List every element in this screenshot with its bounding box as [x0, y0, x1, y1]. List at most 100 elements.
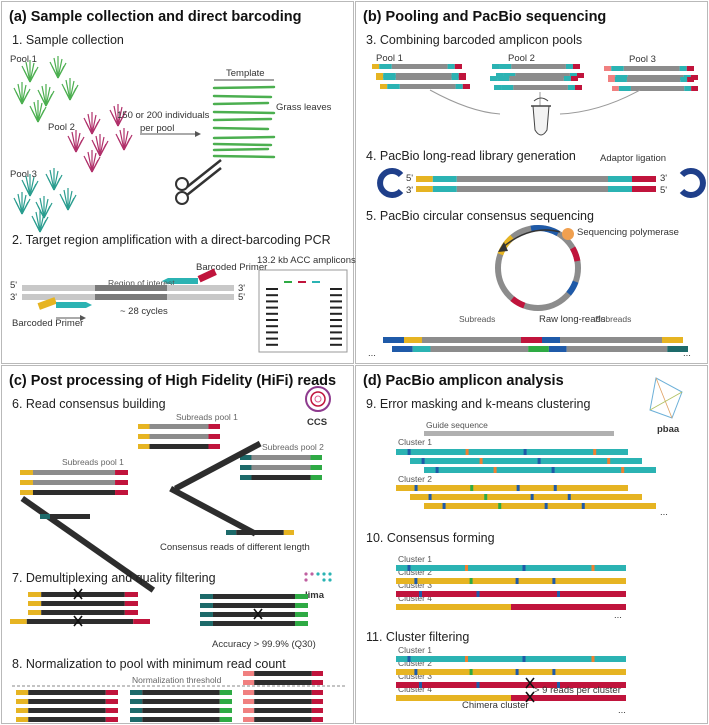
ladder-band-left: [266, 343, 278, 346]
ccs-label: CCS: [307, 417, 327, 428]
grass-blade: [51, 65, 59, 79]
lima-logo-icon: [304, 572, 332, 582]
pool-read-seg: [574, 85, 582, 90]
cluster2-read-variant: [414, 485, 418, 491]
demux-read-pool1-seg: [28, 601, 42, 606]
grass-blade: [39, 93, 47, 107]
dna-bottom-3prime: 3': [10, 292, 17, 303]
norm-read-pool3-seg: [311, 690, 323, 695]
panel-b-border: [355, 1, 708, 364]
step10-cluster-2-label: Cluster 2: [398, 567, 432, 577]
primer-bottom-barcode: [37, 297, 57, 310]
pool-read-seg: [379, 64, 392, 69]
raw-read-seg: [383, 337, 404, 343]
norm-read-pool1-seg: [16, 690, 29, 695]
insert-strand-seg: [456, 186, 608, 192]
grass-blade: [45, 86, 51, 107]
subreads-left-label: Subreads: [459, 314, 495, 324]
demux-read-pool2-seg: [212, 594, 296, 599]
filtered-cluster-2: [396, 669, 626, 675]
step11-cluster-3-label: Cluster 3: [398, 671, 432, 681]
cluster1-read-variant: [607, 458, 611, 464]
demux-read-pool1-seg: [26, 619, 134, 624]
ladder-band-right: [330, 288, 342, 290]
grass-blade: [91, 152, 97, 173]
cluster1-read-variant: [479, 458, 483, 464]
pool-read-seg: [679, 66, 687, 71]
ladder-band-right: [330, 306, 342, 309]
insert-strand-seg: [416, 186, 433, 192]
primer-bottom-arrowhead: [86, 302, 92, 308]
step-8-label: 8. Normalization to pool with minimum re…: [12, 657, 286, 671]
ladder-band-right: [330, 325, 342, 328]
step9-cluster-1-label: Cluster 1: [398, 437, 432, 447]
raw-read-seg: [566, 346, 668, 352]
demux-read-pool2-seg: [295, 603, 308, 608]
pool-read-seg: [496, 73, 504, 78]
consensus-read-short-seg: [283, 530, 294, 535]
grass-blade: [23, 69, 31, 83]
demux-read-pool1-seg: [124, 601, 138, 606]
demux-read-pool1-seg: [124, 592, 138, 597]
grass-blade: [85, 121, 93, 135]
grass-blade: [33, 101, 39, 123]
subread-pool1-seg: [115, 470, 128, 475]
pool-read-seg: [612, 86, 619, 91]
lima-label: lima: [305, 590, 325, 601]
sequencing-polymerase-label: Sequencing polymerase: [577, 227, 679, 238]
cluster1-read-variant: [421, 458, 425, 464]
grass-blade: [53, 57, 59, 79]
norm-read-pool2-seg: [130, 717, 143, 722]
step-3-label: 3. Combining barcoded amplicon pools: [366, 33, 582, 47]
consensus-read-cross-b: [169, 485, 257, 537]
demux-read-pool2-seg: [200, 594, 213, 599]
norm-read-pool3-seg: [254, 717, 312, 722]
grass-blade: [29, 183, 37, 197]
cluster2-read-variant: [581, 503, 585, 509]
insert-strand-seg: [432, 186, 457, 192]
pool-read-seg: [691, 86, 698, 91]
insert-strand-seg: [608, 176, 632, 182]
filtered-cluster-3-variant: [476, 682, 480, 688]
filtered-cluster-1-variant: [465, 656, 468, 662]
left-adaptor: [377, 168, 404, 198]
norm-read-pool3-seg: [243, 671, 255, 676]
subread-pool1-seg: [32, 480, 116, 485]
step11-cluster-1-label: Cluster 1: [398, 645, 432, 655]
pbaa-logo-icon: [649, 377, 683, 419]
norm-read-pool1-seg: [16, 717, 29, 722]
pool-read-seg: [451, 75, 459, 80]
error-x-mark: [253, 608, 263, 620]
pool-read-seg: [387, 84, 400, 89]
grass-blade: [53, 170, 59, 191]
ladder-band-right: [330, 312, 342, 315]
raw-read-seg: [392, 346, 413, 352]
grass-blade: [85, 159, 93, 173]
grass-blade: [113, 105, 119, 127]
cluster2-read: [424, 503, 656, 509]
ladder-band-right: [330, 294, 342, 297]
ladder-band-right: [330, 300, 342, 303]
raw-read-seg: [548, 346, 567, 352]
step10-cluster-1-label: Cluster 1: [398, 554, 432, 564]
step-7-label: 7. Demultiplexing and quality filtering: [12, 571, 216, 585]
guide-sequence-label: Guide sequence: [426, 420, 488, 430]
grass-blade: [111, 113, 119, 127]
grass-blade: [71, 131, 77, 153]
primer-bottom-teal: [56, 302, 86, 308]
right-adaptor: [679, 168, 706, 198]
tube-icon: [531, 97, 551, 136]
insert-strand-seg: [416, 176, 433, 182]
grass-blade: [47, 177, 55, 191]
step11-cluster-2-label: Cluster 2: [398, 658, 432, 668]
raw-long-reads: [383, 337, 688, 352]
step11-cluster-4-label: Cluster 4: [398, 684, 432, 694]
subread-pool2-seg: [310, 455, 322, 460]
subread-pool2-seg: [240, 455, 252, 460]
pool-read-seg: [511, 64, 566, 69]
consensus-cluster-3-variant: [419, 591, 422, 597]
grass-blade: [39, 219, 47, 233]
gel-band-pool1: [284, 281, 292, 283]
grass-blade: [63, 87, 71, 101]
demux-read-pool2-seg: [295, 612, 308, 617]
